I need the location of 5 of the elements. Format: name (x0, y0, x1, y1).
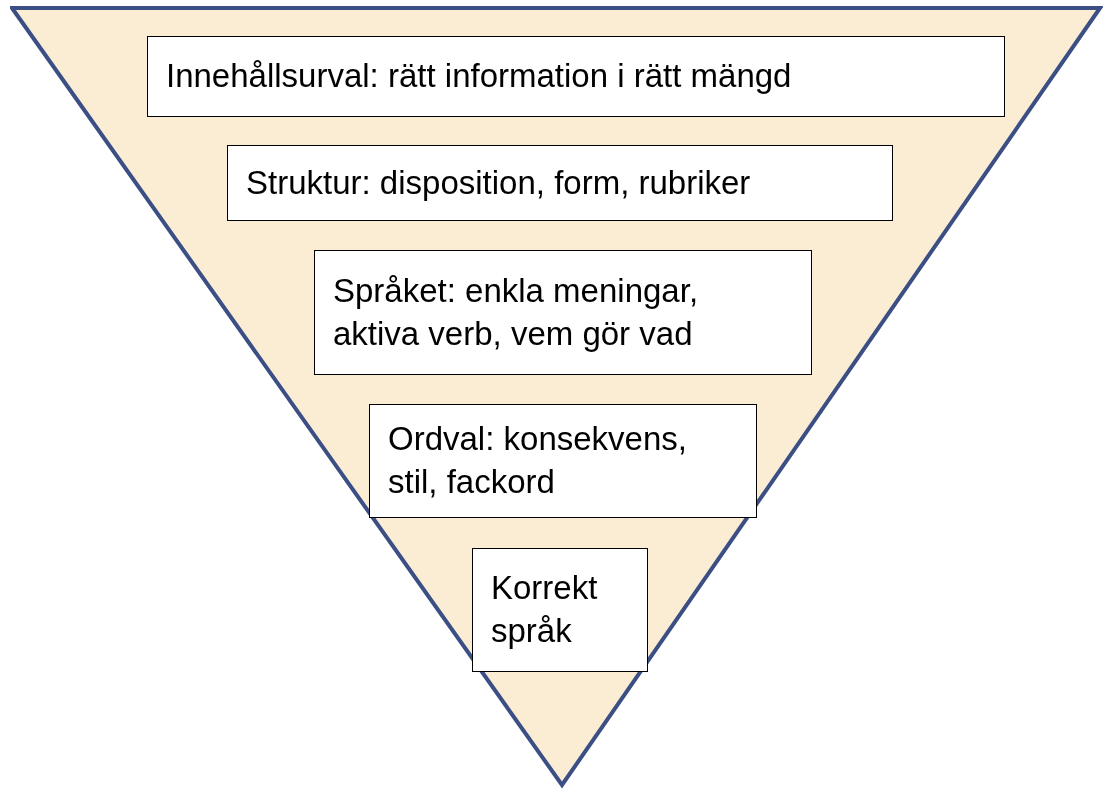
text-box: Ordval: konsekvens, stil, fackord (369, 404, 757, 518)
text-box: Struktur: disposition, form, rubriker (227, 145, 893, 221)
text-box: Språket: enkla meningar, aktiva verb, vem gör vad (314, 250, 812, 375)
text-box: Innehållsurval: rätt information i rätt mängd (147, 36, 1005, 117)
text-box: Korrekt språk (472, 548, 648, 672)
